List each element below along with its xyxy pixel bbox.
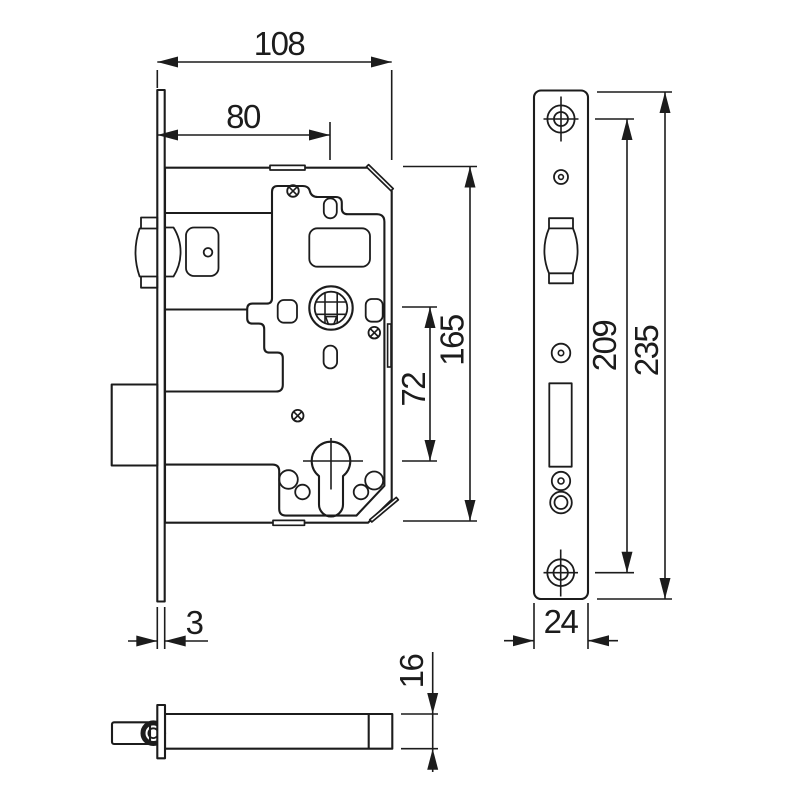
- dim-faceplate-height: 235: [597, 91, 672, 600]
- latch-bolt-bottom: [110, 721, 152, 746]
- latch-bolt-front: [543, 217, 579, 285]
- latch-guide-block: [185, 226, 220, 277]
- pin-hole-left-inner: [294, 483, 311, 501]
- deadbolt-opening: [548, 382, 573, 468]
- oval-hole-middle: [322, 344, 339, 370]
- dim-backset-value: 80: [226, 98, 261, 135]
- pin-hole-lower: [550, 470, 572, 492]
- countersunk-screw-hole-top: [543, 96, 579, 142]
- countersunk-screw-hole-bottom: [543, 549, 578, 597]
- dim-faceplate-width: 24: [504, 603, 618, 649]
- dim-case-height-value: 165: [434, 315, 471, 366]
- dim-centres-value: 72: [395, 373, 432, 407]
- dim-case-thickness: 16: [393, 652, 439, 772]
- dim-case-thickness-value: 16: [393, 655, 430, 689]
- dim-case-depth: 108: [156, 25, 393, 160]
- lock-case-side-view: [110, 88, 400, 603]
- pin-hole-left-outer: [278, 469, 299, 490]
- dim-faceplate-width-value: 24: [544, 603, 579, 640]
- dim-case-height: 165: [403, 165, 477, 522]
- case-bottom-outline: [163, 712, 394, 750]
- latch-guide-pin-hole: [202, 247, 214, 258]
- oval-hole-upper: [322, 197, 338, 220]
- dim-faceplate-thickness: 3: [128, 604, 208, 649]
- euro-cylinder-hole: [303, 438, 363, 518]
- edge-slot: [386, 323, 392, 368]
- latch-bolt-bottom-tab: [140, 275, 159, 289]
- faceplate-bottom-section: [156, 703, 167, 760]
- dim-screw-centres: 209: [586, 118, 634, 574]
- screw-right: [367, 326, 382, 340]
- pin-hole-right-outer: [364, 470, 385, 491]
- dim-faceplate-thickness-value: 3: [186, 604, 203, 641]
- screw-center: [291, 409, 305, 423]
- mechanism-plate-outline: [164, 184, 386, 517]
- top-fixing-tab: [269, 164, 306, 171]
- square-hole-left: [276, 299, 298, 324]
- dim-faceplate-height-value: 235: [628, 326, 665, 377]
- square-hole-right: [364, 298, 384, 323]
- dim-backset: 80: [157, 98, 331, 160]
- dim-centres: 72: [395, 306, 437, 462]
- faceplate-edge-strip: [156, 88, 166, 603]
- pin-hole-top: [553, 169, 569, 185]
- bottom-fixing-tab: [272, 519, 306, 527]
- cylinder-hole-front: [549, 490, 573, 515]
- latch-bolt-top-tab: [140, 216, 159, 230]
- latch-bolt-tail: [164, 226, 182, 278]
- deadbolt: [110, 383, 159, 467]
- faceplate-front-view: [532, 89, 590, 601]
- dimensions: 108 80 165 72: [128, 25, 672, 772]
- top-right-corner-tab: [365, 163, 395, 192]
- pin-hole-middle: [550, 342, 572, 364]
- spindle-follower: [308, 285, 354, 331]
- latch-bolt-head: [134, 227, 141, 278]
- faceplate-outline: [532, 89, 590, 601]
- dim-screw-centres-value: 209: [586, 321, 623, 372]
- screw-top: [286, 184, 300, 198]
- bottom-right-corner-tab: [368, 496, 400, 523]
- spring-cutout: [308, 227, 371, 268]
- dim-case-depth-value: 108: [254, 25, 305, 62]
- lock-case-bottom-view: [110, 703, 394, 760]
- pin-hole-right-inner: [352, 483, 370, 501]
